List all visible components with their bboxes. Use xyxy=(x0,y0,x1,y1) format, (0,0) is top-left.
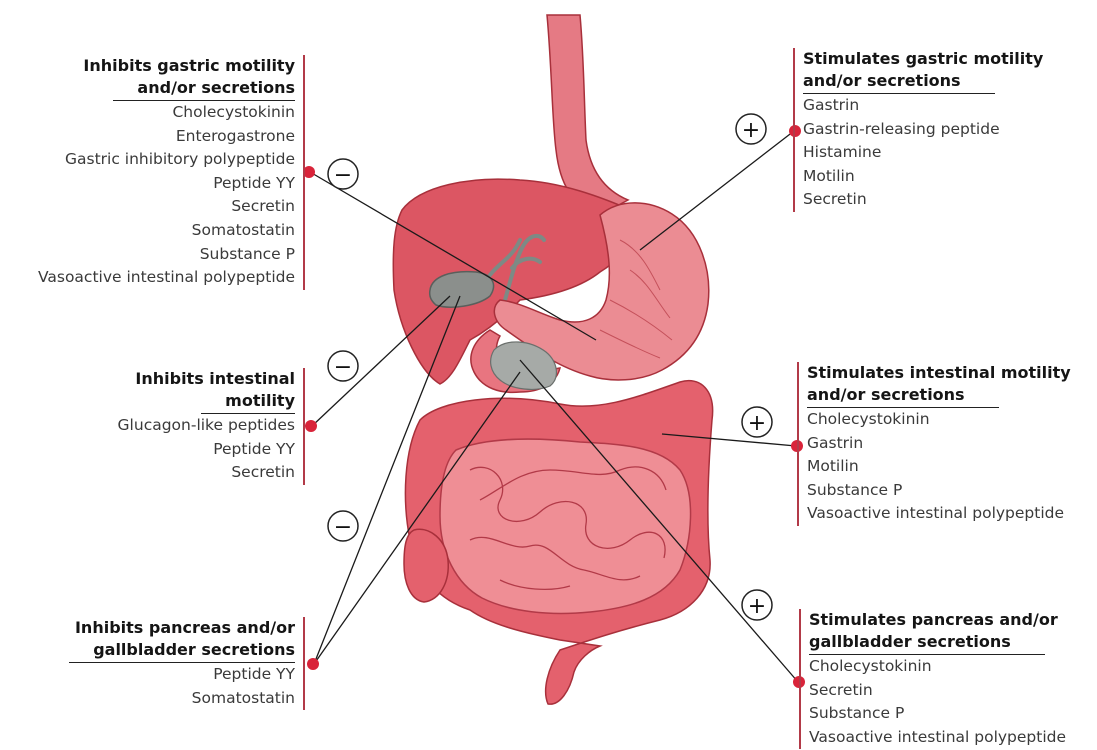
hormone-item: Secretin xyxy=(803,188,1043,212)
hormone-item: Vasoactive intestinal polypeptide xyxy=(807,502,1071,526)
hormone-item: Motilin xyxy=(803,165,1043,189)
label-pancreas-inhibit: Inhibits pancreas and/or gallbladder sec… xyxy=(69,617,305,710)
heading: Stimulates pancreas and/or gallbladder s… xyxy=(809,609,1066,655)
dot-intestinal-inhibit xyxy=(305,420,317,432)
minus-sign-gastric: − xyxy=(334,163,352,188)
minus-sign-intestinal: − xyxy=(334,355,352,380)
heading-line2: and/or secretions xyxy=(113,77,295,101)
label-intestinal-stimulate: Stimulates intestinal motility and/or se… xyxy=(797,362,1071,526)
heading-line1: Stimulates intestinal motility xyxy=(807,362,1071,384)
hormone-item: Histamine xyxy=(803,141,1043,165)
hormone-item: Peptide YY xyxy=(69,663,295,687)
hormone-item: Motilin xyxy=(807,455,1071,479)
hormone-item: Secretin xyxy=(809,679,1066,703)
hormone-item: Peptide YY xyxy=(118,438,295,462)
hormone-item: Substance P xyxy=(807,479,1071,503)
hormone-item: Enterogastrone xyxy=(38,125,295,149)
hormone-item: Vasoactive intestinal polypeptide xyxy=(38,266,295,290)
plus-sign-intestinal: + xyxy=(748,411,766,436)
hormone-item: Somatostatin xyxy=(38,219,295,243)
label-pancreas-stimulate: Stimulates pancreas and/or gallbladder s… xyxy=(799,609,1066,749)
heading: Inhibits intestinal motility xyxy=(118,368,295,414)
heading-line1: Inhibits intestinal xyxy=(118,368,295,390)
label-gastric-stimulate: Stimulates gastric motility and/or secre… xyxy=(793,48,1043,212)
heading-line1: Inhibits pancreas and/or xyxy=(69,617,295,639)
heading-line2: and/or secretions xyxy=(803,70,995,94)
heading-line2: gallbladder secretions xyxy=(809,631,1045,655)
plus-sign-pancreas: + xyxy=(748,594,766,619)
connector-gastric-stimulate xyxy=(640,131,794,250)
plus-sign-gastric: + xyxy=(742,118,760,143)
hormone-item: Cholecystokinin xyxy=(38,101,295,125)
hormone-item: Vasoactive intestinal polypeptide xyxy=(809,726,1066,750)
hormone-item: Cholecystokinin xyxy=(807,408,1071,432)
label-intestinal-inhibit: Inhibits intestinal motility Glucagon-li… xyxy=(118,368,305,485)
hormone-item: Gastrin xyxy=(803,94,1043,118)
hormone-item: Somatostatin xyxy=(69,687,295,711)
hormone-item: Secretin xyxy=(118,461,295,485)
hormone-item: Gastrin xyxy=(807,432,1071,456)
heading: Stimulates gastric motility and/or secre… xyxy=(803,48,1043,94)
hormone-item: Substance P xyxy=(38,243,295,267)
heading: Inhibits gastric motility and/or secreti… xyxy=(38,55,295,101)
hormone-item: Secretin xyxy=(38,195,295,219)
label-gastric-inhibit: Inhibits gastric motility and/or secreti… xyxy=(38,55,305,290)
heading-line1: Stimulates pancreas and/or xyxy=(809,609,1066,631)
minus-sign-pancreas: − xyxy=(334,515,352,540)
heading-line1: Inhibits gastric motility xyxy=(38,55,295,77)
hormone-item: Gastrin-releasing peptide xyxy=(803,118,1043,142)
hormone-item: Gastric inhibitory polypeptide xyxy=(38,148,295,172)
hormone-item: Peptide YY xyxy=(38,172,295,196)
heading: Inhibits pancreas and/or gallbladder sec… xyxy=(69,617,295,663)
heading-line2: motility xyxy=(201,390,295,414)
heading-line2: and/or secretions xyxy=(807,384,999,408)
heading-line2: gallbladder secretions xyxy=(69,639,295,663)
heading-line1: Stimulates gastric motility xyxy=(803,48,1043,70)
dot-pancreas-inhibit xyxy=(307,658,319,670)
heading: Stimulates intestinal motility and/or se… xyxy=(807,362,1071,408)
hormone-item: Cholecystokinin xyxy=(809,655,1066,679)
hormone-item: Glucagon-like peptides xyxy=(118,414,295,438)
hormone-item: Substance P xyxy=(809,702,1066,726)
